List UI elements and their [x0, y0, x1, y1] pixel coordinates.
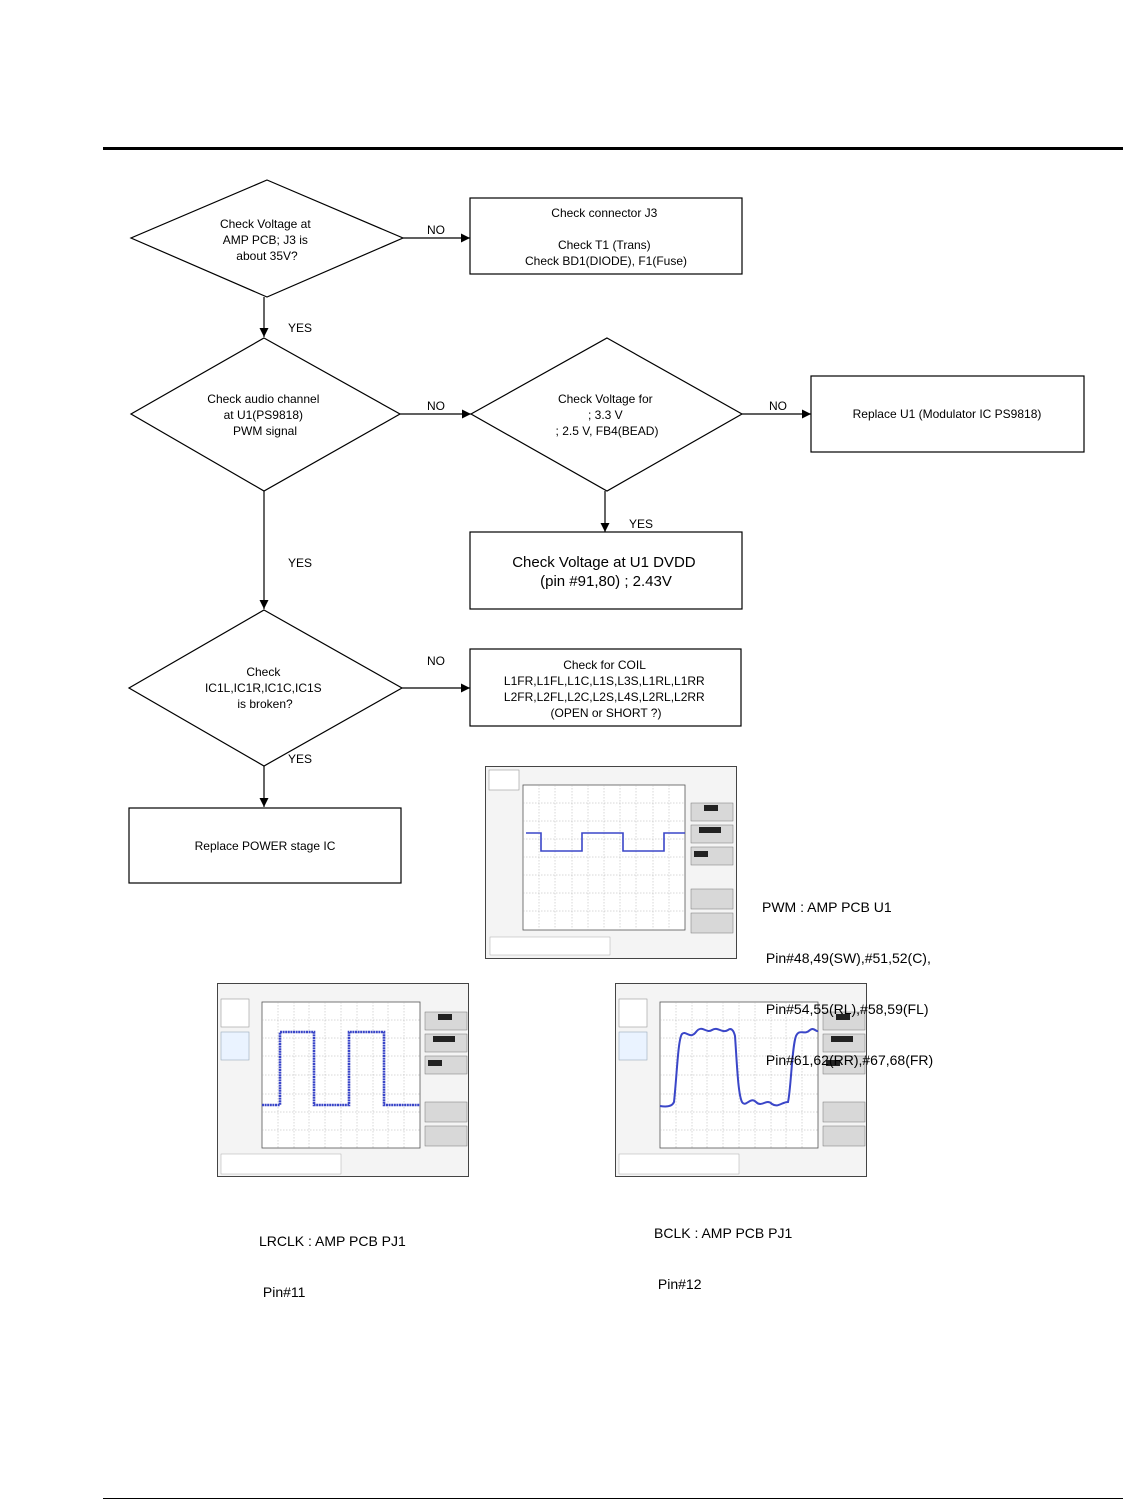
decision-check-pwm-signal-text: Check audio channel at U1(PS9818) PWM si… — [207, 392, 322, 438]
decision-check-power-ic-text: Check IC1L,IC1R,IC1C,IC1S is broken? — [205, 665, 325, 711]
caption-pwm-line: Pin#61,62(RR),#67,68(FR) — [762, 1052, 934, 1068]
caption-pwm-line: Pin#48,49(SW),#51,52(C), — [762, 950, 931, 966]
box-check-coil — [469, 648, 742, 727]
box-replace-power-ic — [128, 807, 402, 884]
box-replace-power-ic-text: Replace POWER stage IC — [195, 839, 336, 853]
label-no-1: NO — [427, 223, 445, 237]
box-check-coil-text: Check for COIL L1FR,L1FL,L1C,L1S,L3S,L1R… — [504, 658, 708, 720]
label-yes-4: YES — [288, 752, 312, 766]
label-yes-2: YES — [629, 517, 653, 531]
caption-bclk-line: Pin#12 — [654, 1276, 702, 1292]
footer-rule — [103, 1498, 1123, 1499]
decision-check-j3-voltage-text: Check Voltage at AMP PCB; J3 is about 35… — [220, 217, 314, 263]
label-yes-1: YES — [288, 321, 312, 335]
box-check-u1-dvdd-text: Check Voltage at U1 DVDD (pin #91,80) ; … — [512, 554, 700, 590]
decision-check-voltage-3v3-2v5 — [469, 337, 744, 492]
label-yes-3: YES — [288, 556, 312, 570]
label-no-4: NO — [427, 654, 445, 668]
caption-pwm: PWM : AMP PCB U1 Pin#48,49(SW),#51,52(C)… — [762, 865, 933, 1086]
caption-pwm-line: Pin#54,55(RL),#58,59(FL) — [762, 1001, 929, 1017]
decision-check-voltage-3v3-2v5-text: Check Voltage for ; 3.3 V ; 2.5 V, FB4(B… — [556, 392, 659, 438]
header-rule — [103, 147, 1123, 150]
caption-bclk-line: BCLK : AMP PCB PJ1 — [654, 1225, 793, 1241]
scope-lrclk-capture — [217, 983, 469, 1177]
box-replace-u1 — [810, 375, 1085, 453]
box-check-u1-dvdd — [469, 531, 743, 610]
caption-lrclk: LRCLK : AMP PCB PJ1 Pin#11 — [259, 1199, 406, 1318]
label-no-3: NO — [769, 399, 787, 413]
box-check-connector-j3 — [469, 197, 743, 275]
caption-lrclk-line: LRCLK : AMP PCB PJ1 — [259, 1233, 406, 1249]
caption-bclk: BCLK : AMP PCB PJ1 Pin#12 — [654, 1191, 792, 1310]
scope-bclk-capture — [615, 983, 867, 1177]
scope-pwm-drawing — [488, 769, 734, 956]
scope-pwm-capture — [485, 766, 737, 959]
label-no-2: NO — [427, 399, 445, 413]
decision-check-j3-voltage — [129, 179, 405, 298]
scope-lrclk-drawing — [220, 998, 468, 1175]
box-replace-u1-text: Replace U1 (Modulator IC PS9818) — [853, 407, 1042, 421]
caption-lrclk-line: Pin#11 — [259, 1284, 306, 1300]
scope-bclk-drawing — [618, 998, 866, 1175]
box-check-connector-j3-text: Check connector J3 Check T1 (Trans) Chec… — [525, 206, 687, 268]
caption-pwm-line: PWM : AMP PCB U1 — [762, 899, 892, 915]
